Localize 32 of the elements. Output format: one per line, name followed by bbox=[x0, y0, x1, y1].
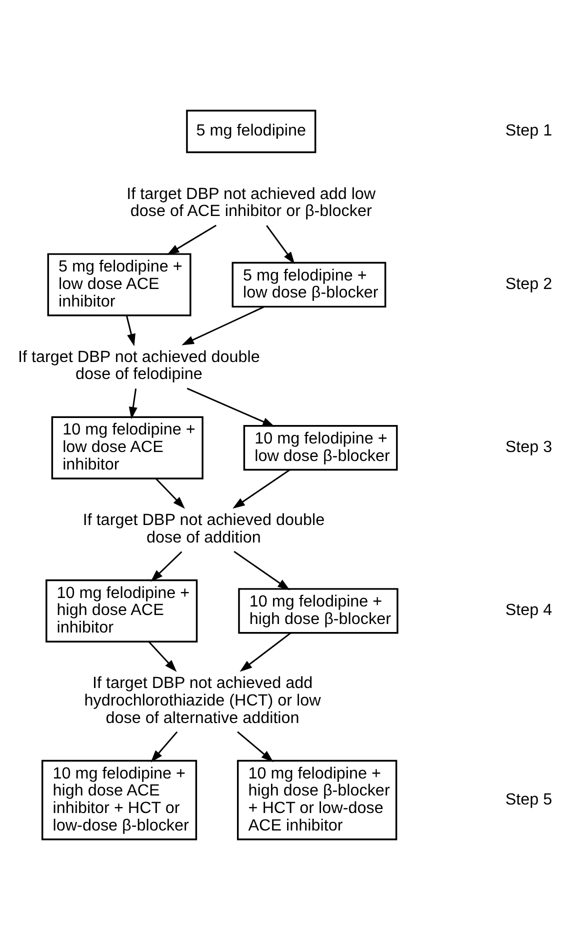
label: Step 3 bbox=[505, 438, 552, 456]
arrow bbox=[150, 551, 182, 582]
arrow bbox=[234, 550, 290, 590]
arrow bbox=[266, 225, 295, 264]
arrow bbox=[237, 731, 274, 762]
arrow bbox=[128, 388, 138, 420]
arrow bbox=[126, 315, 136, 346]
node-box: 5 mg felodipine + low dose β-blocker bbox=[232, 262, 386, 308]
arrow bbox=[182, 306, 264, 346]
label: Step 4 bbox=[505, 601, 552, 620]
arrow bbox=[148, 641, 177, 672]
arrow bbox=[186, 388, 275, 427]
label: Step 1 bbox=[505, 122, 552, 140]
node-box: 5 mg felodipine + low dose ACE inhibitor bbox=[47, 253, 192, 316]
node-box: 10 mg felodipine + high dose ACE inhibitor bbox=[46, 579, 198, 642]
node-text: If target DBP not achieved double dose of addition bbox=[82, 510, 325, 546]
node-box: 10 mg felodipine + low dose β-blocker bbox=[243, 424, 398, 471]
node-text: If target DBP not achieved double dose of felodipine bbox=[18, 348, 260, 384]
label: Step 5 bbox=[505, 790, 552, 808]
arrow bbox=[240, 632, 292, 672]
node-box: 10 mg felodipine + high dose β-blocker bbox=[238, 588, 398, 634]
node-box: 10 mg felodipine + low dose ACE inhibitor bbox=[51, 416, 204, 480]
node-text: If target DBP not achieved add hydrochlorothiazide (HCT) or low dose of alternative addition bbox=[84, 674, 321, 727]
node-box: 10 mg felodipine + high dose β-blocker + HCT or low-dose ACE inhibitor bbox=[236, 760, 398, 840]
node-box: 10 mg felodipine + high dose ACE inhibitor + HCT or low-dose β-blocker bbox=[41, 760, 198, 840]
arrow bbox=[166, 224, 217, 255]
label: Step 2 bbox=[505, 274, 552, 293]
arrow bbox=[155, 478, 185, 509]
arrow bbox=[232, 469, 290, 509]
node-box: 5 mg felodipine bbox=[186, 110, 316, 154]
arrow bbox=[150, 731, 178, 762]
node-text: If target DBP not achieved add low dose of ACE inhibitor or β-blocker bbox=[126, 184, 376, 220]
